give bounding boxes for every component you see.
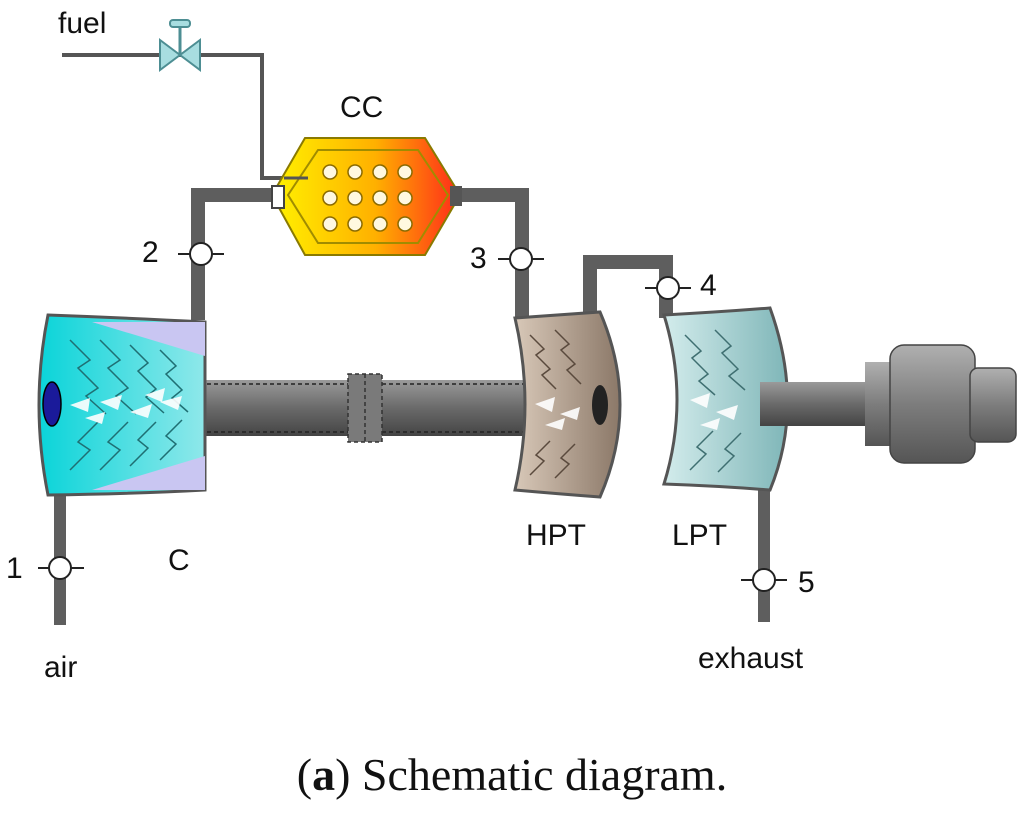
pipe-cc-to-hpt — [460, 188, 529, 318]
station-label-2: 2 — [142, 236, 159, 269]
fuel-line — [62, 53, 292, 180]
station-marker-5 — [741, 568, 787, 592]
lpt-label: LPT — [672, 519, 727, 552]
hpt-label: HPT — [526, 519, 586, 552]
station-label-1: 1 — [6, 552, 23, 585]
station-label-4: 4 — [700, 269, 717, 302]
turbine-shaft — [200, 373, 535, 443]
fuel-label: fuel — [58, 7, 106, 40]
station-marker-2 — [178, 242, 224, 266]
generator-icon — [865, 344, 1017, 464]
caption-letter: a — [312, 749, 336, 800]
high-pressure-turbine — [513, 310, 622, 499]
pipe-compressor-to-cc — [191, 188, 276, 320]
output-shaft — [760, 382, 866, 426]
station-label-3: 3 — [470, 242, 487, 275]
combustion-chamber — [270, 137, 462, 256]
low-pressure-turbine — [661, 306, 789, 492]
caption-open-paren: ( — [296, 749, 313, 800]
compressor-label: C — [168, 544, 190, 577]
cc-label: CC — [340, 91, 383, 124]
station-marker-1 — [38, 556, 84, 580]
station-marker-3 — [498, 247, 544, 271]
exhaust-label: exhaust — [698, 642, 804, 675]
compressor-blades — [69, 339, 189, 471]
figure-caption: (a) Schematic diagram. — [0, 748, 1024, 801]
air-label: air — [44, 651, 77, 684]
station-label-5: 5 — [798, 566, 815, 599]
pipe-hpt-to-lpt — [583, 255, 673, 318]
compressor — [37, 313, 207, 497]
fuel-valve-icon — [159, 19, 201, 72]
station-marker-4 — [645, 276, 691, 300]
caption-text: ) Schematic diagram. — [335, 749, 728, 800]
